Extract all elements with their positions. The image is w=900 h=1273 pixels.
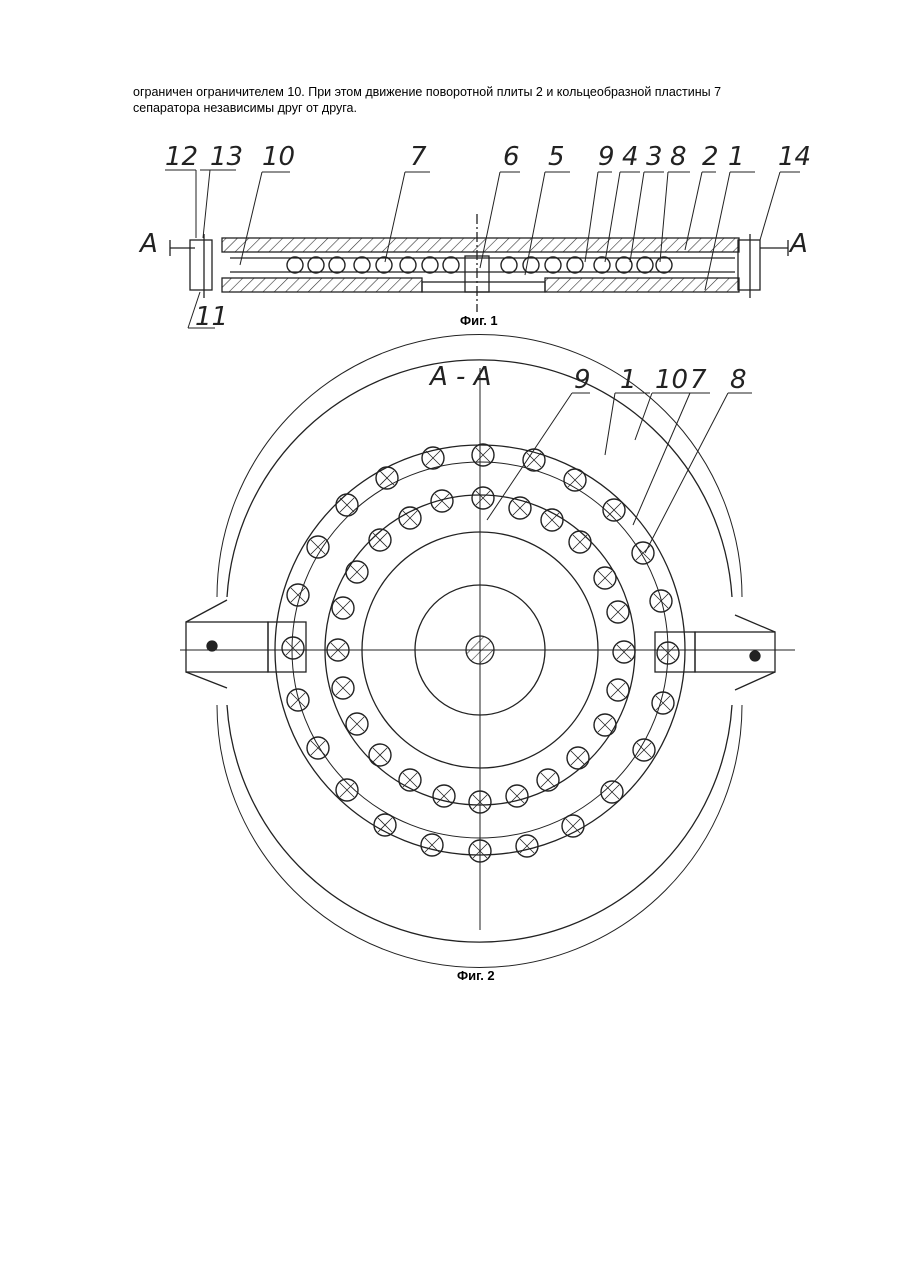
section-mark-left: A <box>138 229 158 259</box>
callout-7: 7 <box>410 142 427 172</box>
right-bracket-fig2 <box>655 632 695 672</box>
figure-2-callouts: A - A 9 1 10 7 8 <box>428 362 747 395</box>
callout-7-fig2: 7 <box>690 365 707 395</box>
right-bracket <box>738 240 760 290</box>
callout-13: 13 <box>210 142 243 172</box>
callout-10: 10 <box>262 142 295 172</box>
callout-10-fig2: 10 <box>655 365 688 395</box>
section-mark-right: A <box>788 229 808 259</box>
figure-1-callouts: 12 13 10 7 6 5 9 4 3 8 2 1 14 11 A A <box>138 142 811 332</box>
callout-12: 12 <box>165 142 198 172</box>
figure-1-caption: Фиг. 1 <box>460 313 498 328</box>
ball-row <box>287 257 672 273</box>
callout-1-fig2: 1 <box>620 365 637 395</box>
figure-1-drawing <box>165 170 800 328</box>
bottom-plate-mid <box>422 282 545 292</box>
callout-8-fig2: 8 <box>730 365 747 395</box>
callout-3: 3 <box>646 142 663 172</box>
callout-14: 14 <box>778 142 811 172</box>
section-title-aa: A - A <box>428 362 491 392</box>
figure-2-caption: Фиг. 2 <box>457 968 495 983</box>
callout-8: 8 <box>670 142 687 172</box>
fig2-leaders <box>487 393 752 553</box>
bottom-plate-right <box>545 278 739 292</box>
callout-5: 5 <box>548 142 565 172</box>
callout-4: 4 <box>622 142 639 172</box>
callout-2: 2 <box>702 142 719 172</box>
figure-2-drawing <box>180 335 795 968</box>
bottom-plate-left <box>222 278 422 292</box>
callout-6: 6 <box>503 142 520 172</box>
callout-9: 9 <box>598 142 615 172</box>
callout-11: 11 <box>195 302 228 332</box>
callout-9-fig2: 9 <box>574 365 591 395</box>
left-bracket-fig2 <box>186 622 268 672</box>
callout-1: 1 <box>728 142 745 172</box>
